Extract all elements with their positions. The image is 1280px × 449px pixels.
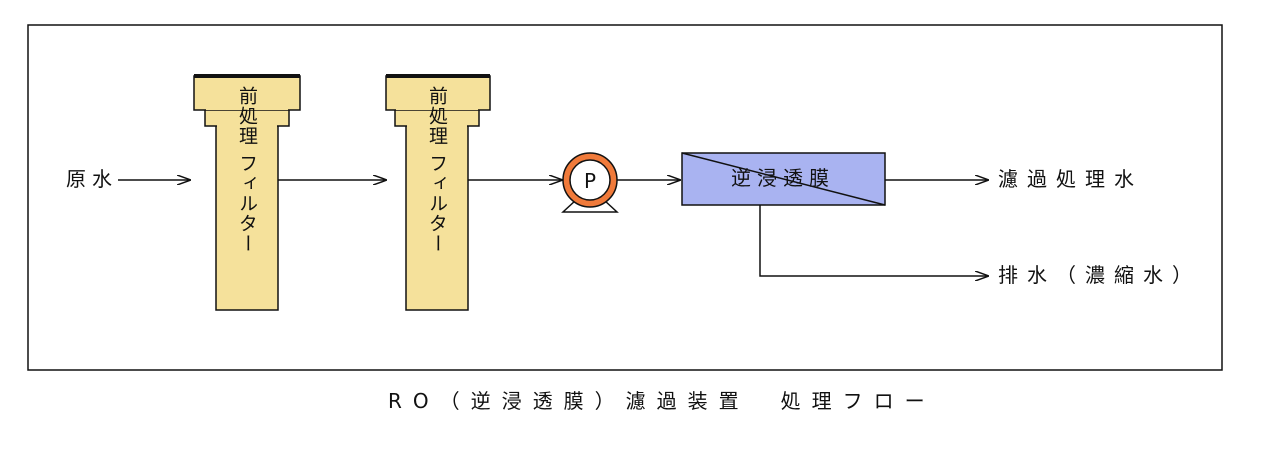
filtered-water-label: 濾過処理水 bbox=[998, 167, 1143, 191]
drain-line bbox=[759, 205, 988, 276]
diagram-frame bbox=[27, 24, 1223, 371]
pump-icon: P bbox=[561, 152, 619, 213]
ro-membrane-module: 逆浸透膜 bbox=[681, 152, 886, 206]
pretreatment-filter-2: 前処理 フィルター bbox=[385, 74, 491, 311]
raw-water-label: 原水 bbox=[66, 167, 118, 191]
diagram-caption: RO（逆浸透膜）濾過装置 処理フロー bbox=[388, 389, 936, 413]
filter-1-label: 前処理 フィルター bbox=[236, 86, 258, 253]
pump-symbol: P bbox=[584, 169, 596, 193]
membrane-label: 逆浸透膜 bbox=[731, 166, 835, 190]
drain-label: 排水（濃縮水） bbox=[998, 263, 1201, 287]
filter-2-label: 前処理 フィルター bbox=[426, 86, 448, 253]
pretreatment-filter-1: 前処理 フィルター bbox=[193, 74, 301, 311]
